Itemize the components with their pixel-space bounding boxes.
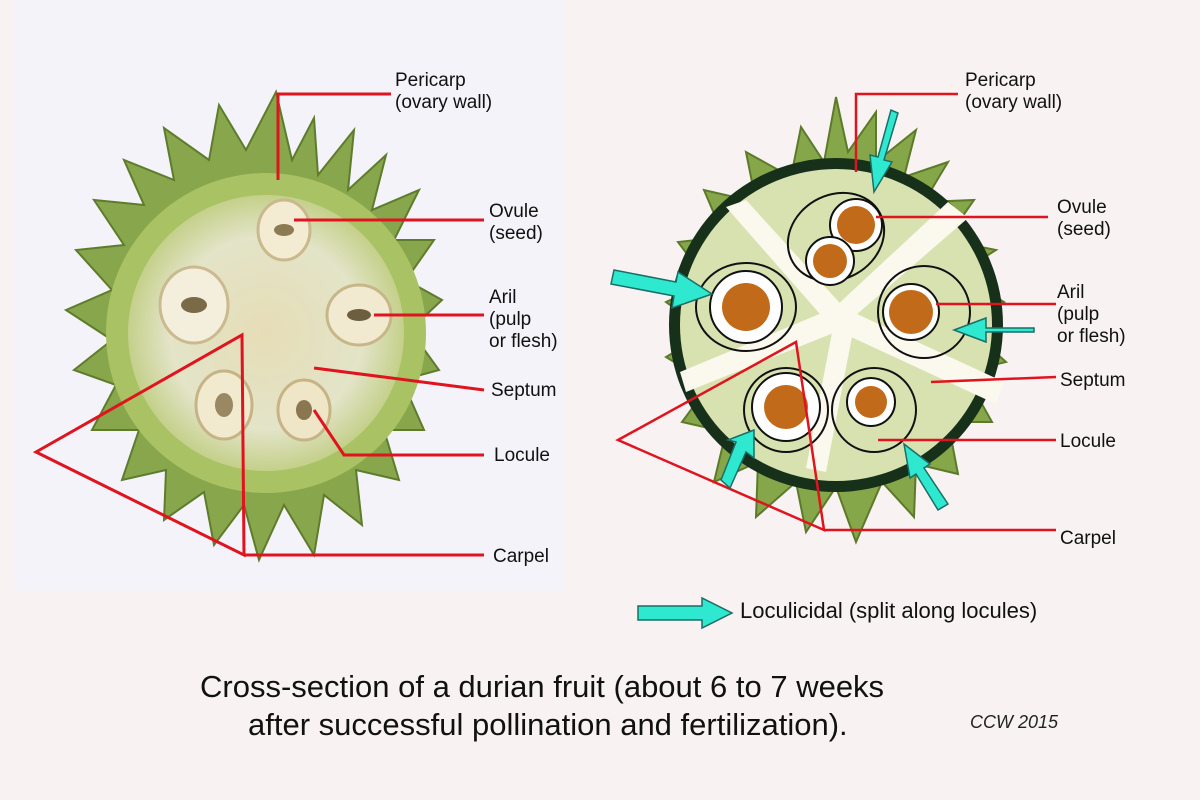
credit-text: CCW 2015 — [970, 712, 1059, 732]
right-label-pericarp: Pericarp (ovary wall) — [965, 70, 1063, 113]
right-seeds — [695, 191, 971, 453]
left-label-aril: Aril (pulp or flesh) — [489, 287, 558, 352]
caption-line-2: after successful pollination and fertili… — [248, 707, 848, 742]
left-label-locule: Locule — [494, 445, 550, 466]
left-label-ovule: Ovule (seed) — [489, 201, 543, 244]
right-fruit-figure — [610, 92, 1057, 545]
left-label-carpel: Carpel — [493, 546, 549, 567]
right-label-ovule: Ovule (seed) — [1057, 197, 1111, 240]
legend-arrow-icon — [637, 596, 734, 630]
left-label-pericarp: Pericarp (ovary wall) — [395, 70, 493, 113]
right-loculicidal-arrows — [610, 108, 1035, 512]
right-label-aril: Aril (pulp or flesh) — [1057, 282, 1126, 347]
left-label-septum: Septum — [491, 380, 557, 401]
figure-caption: Cross-section of a durian fruit (about 6… — [200, 668, 884, 744]
left-seeds — [158, 198, 393, 442]
right-label-lines — [615, 92, 1057, 533]
left-label-lines — [32, 92, 485, 558]
right-diagram-panel — [586, 12, 1200, 572]
legend-text: Loculicidal (split along locules) — [740, 598, 1038, 623]
right-label-septum: Septum — [1060, 370, 1126, 391]
right-label-locule: Locule — [1060, 431, 1116, 452]
caption-line-1: Cross-section of a durian fruit (about 6… — [200, 669, 885, 704]
right-label-carpel: Carpel — [1060, 528, 1116, 549]
left-photo-panel — [14, 0, 564, 590]
left-fruit-figure — [32, 89, 485, 563]
